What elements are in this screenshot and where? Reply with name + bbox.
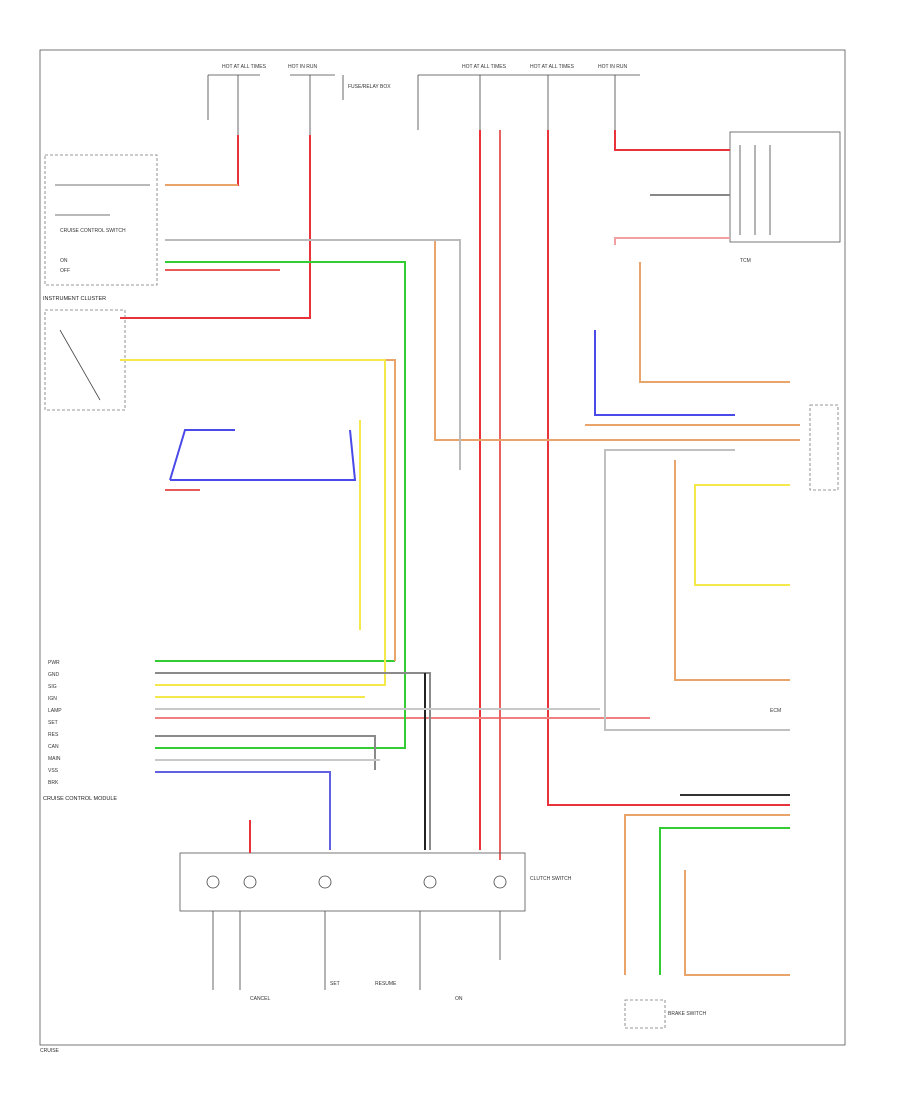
fuse-block-left: HOT AT ALL TIMES HOT IN RUN FUSE/RELAY B… [207, 64, 391, 135]
ground-box [624, 999, 666, 1029]
wire-orange-3 [434, 240, 800, 441]
pin-label: LAMP [48, 708, 62, 714]
cruise-switch-label: CRUISE CONTROL SWITCH [60, 228, 126, 234]
pin-label: PWR [48, 660, 60, 666]
clock-spring-label: CLUTCH SWITCH [530, 876, 572, 882]
module-pin-labels: PWR GND SIG IGN LAMP SET RES CAN MAIN VS… [48, 660, 62, 786]
wire-red-1 [170, 135, 239, 186]
pin-label: SET [48, 720, 58, 726]
wire-blue-4 [170, 429, 357, 481]
fuse-label-1: HOT AT ALL TIMES [222, 64, 267, 70]
off-label: OFF [60, 268, 70, 274]
wire-gray-1 [155, 672, 431, 850]
pin-label: IGN [48, 696, 57, 702]
cruise-switch-box [44, 154, 158, 286]
switch-contact [206, 875, 220, 889]
brake-switch-label: BRAKE SWITCH [668, 1011, 706, 1017]
tcm-label: TCM [740, 258, 751, 264]
wire-orange-5 [674, 460, 790, 681]
resume-label: RESUME [375, 981, 397, 987]
wire-orange-7 [684, 870, 790, 976]
wire-blue-3 [155, 771, 331, 850]
fuse-label-6: HOT IN RUN [598, 64, 627, 70]
wire-red-2 [120, 135, 311, 319]
pin-label: SIG [48, 684, 57, 690]
wire-yellow-3 [694, 484, 790, 586]
wire-gray-2 [155, 735, 376, 770]
wire-green-2 [659, 827, 790, 975]
tcm-box [729, 131, 841, 243]
pin-label: MAIN [48, 756, 61, 762]
set-label: SET [330, 981, 340, 987]
fuse-block-right: HOT AT ALL TIMES HOT AT ALL TIMES HOT IN… [417, 64, 640, 130]
instrument-cluster-box [44, 309, 126, 411]
switch-contact [493, 875, 507, 889]
instrument-cluster-label: INSTRUMENT CLUSTER [43, 296, 106, 302]
fuse-label-3: FUSE/RELAY BOX [348, 84, 391, 90]
wire-blue-1 [169, 429, 235, 481]
wire-gray-4 [604, 449, 790, 731]
cruise-module-label: CRUISE CONTROL MODULE [43, 796, 117, 802]
page-ref-label: CRUISE [40, 1048, 60, 1054]
wire-green-1 [155, 261, 406, 749]
pin-label: VSS [48, 768, 59, 774]
ecm-connector [809, 404, 839, 491]
wire-pink-1 [614, 237, 730, 245]
pin-label: CAN [48, 744, 59, 750]
ecm-label: ECM [770, 708, 781, 714]
wire-orange-2 [120, 359, 396, 661]
wire-gray-3 [165, 239, 461, 470]
switch-contact [423, 875, 437, 889]
diagram-frame [39, 49, 846, 1046]
fuse-label-2: HOT IN RUN [288, 64, 317, 70]
main-label: ON [455, 996, 463, 1002]
pin-label: BRK [48, 780, 59, 786]
pin-label: GND [48, 672, 60, 678]
on-label: ON [60, 258, 68, 264]
wire-orange-6 [624, 814, 790, 975]
wire-red-5 [614, 130, 730, 151]
pin-label: RES [48, 732, 59, 738]
switch-contact [318, 875, 332, 889]
steering-switch-box [179, 852, 526, 912]
cancel-label: CANCEL [250, 996, 271, 1002]
steering-switches [206, 875, 507, 889]
bottom-leads [212, 911, 501, 990]
fuse-label-4: HOT AT ALL TIMES [462, 64, 507, 70]
wire-orange-4 [639, 262, 790, 383]
wire-blue-2 [594, 330, 735, 416]
wire-red-4 [547, 130, 790, 806]
switch-contact [243, 875, 257, 889]
wire-yellow-1 [120, 359, 386, 686]
fuse-label-5: HOT AT ALL TIMES [530, 64, 575, 70]
